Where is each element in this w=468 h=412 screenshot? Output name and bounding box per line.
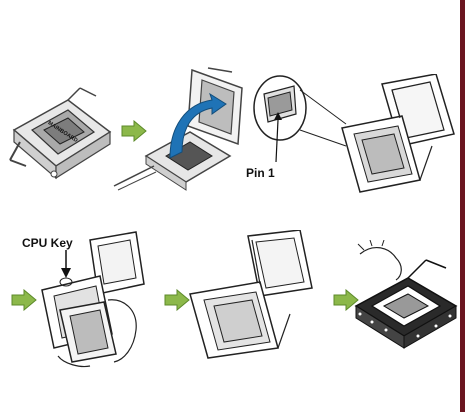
step-5-cpu-seated <box>186 230 318 360</box>
step-3-pin-one-detail <box>250 74 460 194</box>
step-6-close-load-plate <box>352 240 460 364</box>
step-4-insert-cpu <box>40 230 148 370</box>
step-arrow-2 <box>11 289 37 311</box>
step-1-closed-socket: MAINBOARD <box>6 82 116 192</box>
pin-1-label: Pin 1 <box>246 166 275 180</box>
page-edge-rule <box>460 0 465 412</box>
step-2-open-load-plate <box>112 66 250 194</box>
